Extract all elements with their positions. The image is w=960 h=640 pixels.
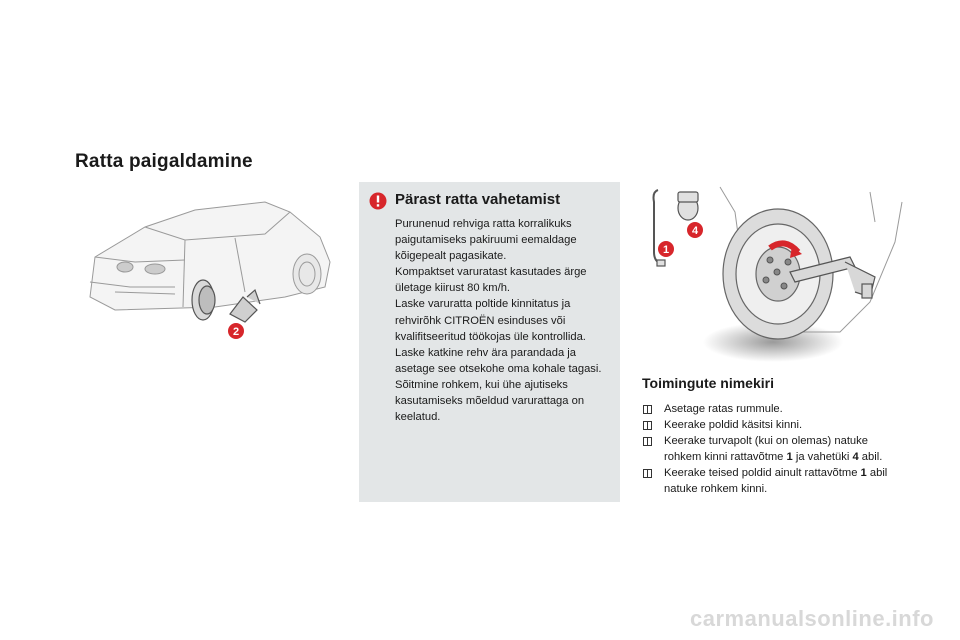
checklist-title: Toimingute nimekiri (642, 375, 774, 391)
warning-icon (369, 192, 387, 210)
checkbox-icon (643, 436, 652, 446)
checklist-item: Asetage ratas rummule. (642, 402, 892, 418)
callout-1-label: 1 (663, 244, 669, 256)
warning-paragraph: Laske varuratta poltide kinnitatus ja re… (395, 298, 586, 343)
warning-box: Pärast ratta vahetamist Purunenud rehvig… (359, 182, 620, 502)
checkbox-icon (643, 468, 652, 478)
wheel-wrench-illustration: 4 1 (652, 186, 903, 362)
callout-2-marker (228, 323, 244, 339)
warning-paragraph: Purunenud rehviga ratta korralikuks paig… (395, 218, 577, 263)
callout-1-marker (658, 241, 674, 257)
callout-4-label: 4 (692, 225, 699, 237)
warning-title: Pärast ratta vahetamist (395, 191, 561, 208)
warning-paragraph: Laske katkine rehv ära parandada ja aset… (395, 346, 602, 375)
checklist-item: Keerake poldid käsitsi kinni. (642, 418, 892, 434)
warning-body: Purunenud rehviga ratta korralikuks paig… (395, 216, 609, 425)
watermark: carmanualsonline.info (690, 606, 934, 631)
checklist-item: Keerake turvapolt (kui on olemas) natuke… (642, 434, 892, 466)
checkbox-icon (643, 420, 652, 430)
page-title: Ratta paigaldamine (75, 151, 253, 172)
car-jack-illustration: 2 (89, 201, 331, 339)
warning-paragraph: Sõitmine rohkem, kui ühe ajutiseks kasut… (395, 378, 585, 424)
warning-paragraph: Kompaktset varuratast kasutades ärge üle… (395, 266, 587, 295)
checkbox-icon (643, 405, 652, 414)
callout-4-marker (687, 222, 703, 238)
checklist: Asetage ratas rummule. Keerake poldid kä… (642, 402, 892, 497)
callout-2-label: 2 (233, 326, 239, 338)
checklist-item: Keerake teised poldid ainult rattavõtme … (642, 466, 892, 498)
